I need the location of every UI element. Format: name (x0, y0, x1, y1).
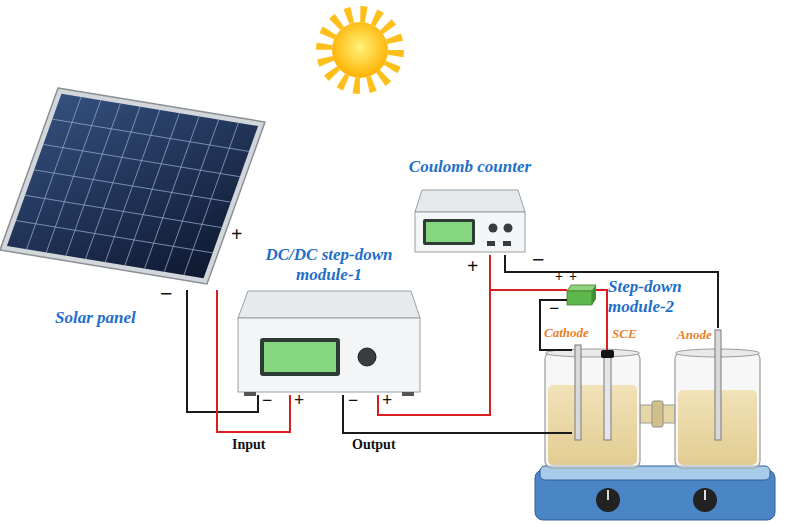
cell-line (25, 195, 222, 227)
electrode: Cathode (572, 345, 584, 440)
solar-panel-art (0, 88, 265, 284)
control-knob (358, 348, 376, 366)
polarity-sign: − (262, 391, 272, 410)
electrode-label: SCE (612, 326, 637, 342)
converter-module: Step-down module-2 (567, 285, 596, 305)
cathode-jar (545, 352, 640, 468)
control-knob (489, 224, 498, 233)
device-top (238, 291, 420, 318)
polarity-sign: − (532, 248, 545, 271)
display-frame (423, 219, 475, 245)
module-side (592, 285, 596, 305)
polarity-sign: − (549, 299, 559, 318)
display-frame (260, 338, 340, 376)
sce-cap (601, 350, 614, 358)
knob-mark (704, 490, 706, 500)
panel-cells (7, 94, 258, 279)
electrolyte (548, 385, 637, 465)
device-label: Step-down module-2 (608, 277, 700, 318)
polarity-sign: − (160, 282, 173, 305)
device-foot (244, 392, 256, 396)
module-front (567, 291, 592, 305)
terminal-group-label: Output (352, 438, 396, 453)
polarity-sign: + (382, 391, 392, 410)
anode-rod (715, 330, 721, 440)
cell-line (34, 170, 231, 202)
display-screen (264, 342, 336, 372)
cell-line (43, 144, 240, 176)
polarity-sign: − (348, 391, 358, 410)
polarity-sign: + (569, 270, 577, 285)
terminal-group-label: Input (232, 438, 265, 453)
panel-frame (0, 88, 265, 284)
sce-rod (604, 356, 611, 440)
port (503, 241, 511, 246)
stirrer-knob (693, 488, 717, 512)
polarity-sign: + (467, 256, 478, 277)
cell-line (16, 221, 213, 253)
cell-line (52, 119, 249, 151)
wire (378, 255, 490, 415)
wire (596, 290, 607, 350)
sun-rays (324, 14, 396, 86)
knob-mark (607, 490, 609, 500)
jar-rim (546, 349, 640, 357)
stirrer-knob (596, 488, 620, 512)
coulomb-counter: Coulomb counter (415, 190, 525, 255)
device-front (238, 318, 420, 392)
device-label: DC/DC step-down module-1 (249, 245, 409, 286)
bridge-joint (652, 401, 663, 427)
polarity-sign: + (555, 270, 563, 285)
polarity-sign: + (231, 224, 242, 245)
electrode-label: Anode (677, 327, 712, 343)
sun (332, 22, 388, 78)
device-top (415, 190, 525, 212)
wire (187, 290, 258, 412)
display-screen (426, 222, 472, 242)
solar-panel: Solar panel (0, 88, 265, 290)
device-front (415, 212, 525, 252)
wire (217, 290, 290, 432)
device-foot (402, 392, 414, 396)
converter-module: DC/DC step-down module-1 (238, 290, 420, 395)
control-knob (504, 224, 513, 233)
module-top (567, 285, 596, 291)
wire (343, 395, 572, 433)
electrode: SCE (601, 350, 614, 440)
polarity-sign: + (294, 391, 304, 410)
cathode-rod (575, 345, 581, 440)
electrode: Anode (712, 328, 724, 440)
wire (490, 255, 567, 290)
device-label: Coulomb counter (395, 157, 545, 177)
device-label: Solar panel (55, 308, 136, 328)
electrode-label: Cathode (544, 325, 589, 341)
port (487, 241, 495, 246)
